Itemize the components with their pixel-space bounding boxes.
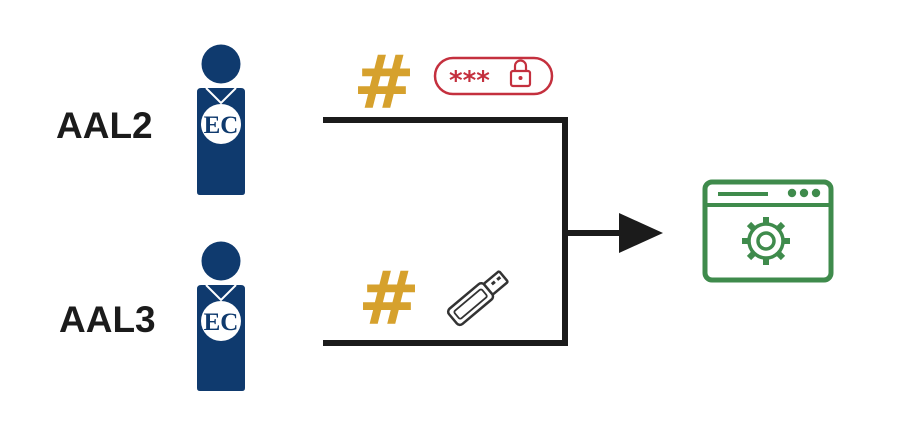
aal3-label: AAL3	[59, 299, 156, 340]
aal3-badge-text: EC	[204, 309, 239, 336]
usb-key-icon	[446, 270, 509, 327]
aal3-user-icon: EC	[197, 241, 245, 391]
aal2-user-icon: EC	[197, 44, 245, 195]
arrow-head	[619, 213, 663, 253]
aal3-hash-icon: #	[358, 256, 420, 342]
aal2-hash-icon: #	[353, 40, 415, 126]
gear-icon	[742, 217, 790, 265]
password-mask-text: ***	[449, 66, 490, 96]
connector-lines	[323, 117, 622, 346]
aal2-label: AAL2	[56, 105, 153, 146]
app-window-gear-icon	[702, 179, 834, 283]
aal2-badge-text: EC	[204, 112, 239, 139]
password-lock-icon: ***	[433, 56, 554, 96]
